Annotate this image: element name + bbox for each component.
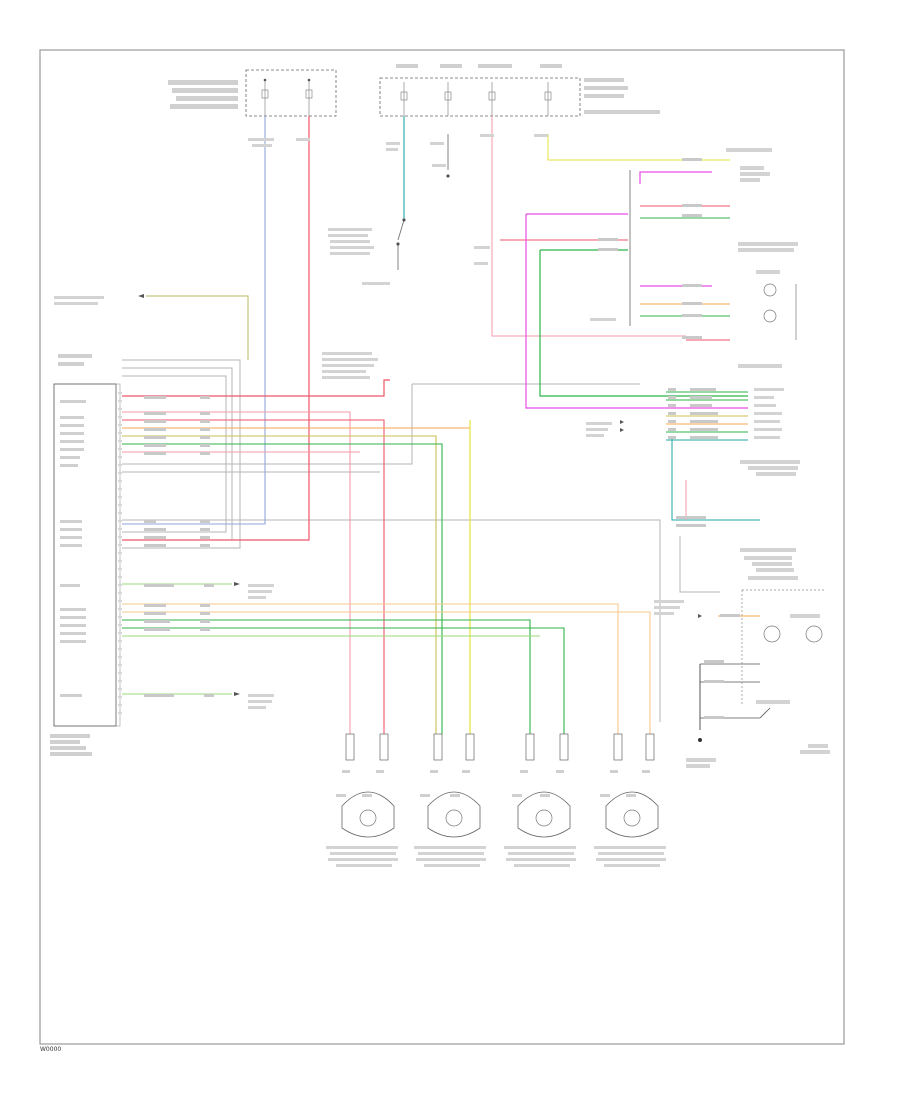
right-bus-wires: [666, 391, 748, 441]
side-connector-labels: [54, 134, 684, 709]
wire-olive: [146, 295, 249, 360]
wire-red-main: [122, 116, 310, 541]
wire-green-2: [122, 619, 531, 734]
diagram-border: [39, 49, 845, 1045]
module-pin-labels: [60, 400, 86, 697]
wire-red-2: [122, 419, 385, 734]
sensor-pin-labels: [336, 770, 650, 797]
ground-point: [698, 738, 702, 742]
diagram-code: W0000: [40, 1046, 62, 1053]
module-pin-numbers: [118, 392, 122, 714]
wire-tags: [144, 158, 740, 719]
fuse-box-left: [245, 69, 337, 117]
wheel-speed-sensor-lr: [504, 733, 576, 867]
wire-yellow-top: [547, 134, 730, 161]
wire-peach-1: [122, 603, 619, 734]
wire-olive-2: [122, 435, 437, 734]
wheel-speed-sensor-lf: [326, 733, 398, 867]
connector-arrows: [138, 294, 702, 696]
fuse-box-left-label: [168, 80, 238, 109]
wire-green-loop: [539, 250, 748, 397]
wire-green-1: [122, 443, 443, 734]
abs-control-module: [50, 354, 121, 756]
top-center-switch: [446, 134, 450, 178]
wire-peach-2: [122, 611, 651, 734]
wire-blue: [122, 116, 266, 525]
wire-teal-2: [671, 438, 760, 521]
wheel-speed-sensor-rr: [594, 733, 666, 867]
wire-magenta-1: [525, 214, 748, 409]
brake-switch: [396, 218, 406, 270]
fuse-box-right: [379, 64, 660, 117]
right-component-labels: [686, 148, 830, 768]
wire-magenta-3: [639, 171, 712, 184]
wheel-speed-sensor-rf: [414, 733, 486, 867]
wire-gray-right: [679, 536, 720, 593]
wire-green-3: [122, 627, 565, 734]
wire-pink-1: [122, 411, 351, 734]
traction-indicator: [763, 283, 797, 340]
wire-pink-vert: [491, 116, 686, 337]
wire-red-upper: [122, 379, 390, 397]
